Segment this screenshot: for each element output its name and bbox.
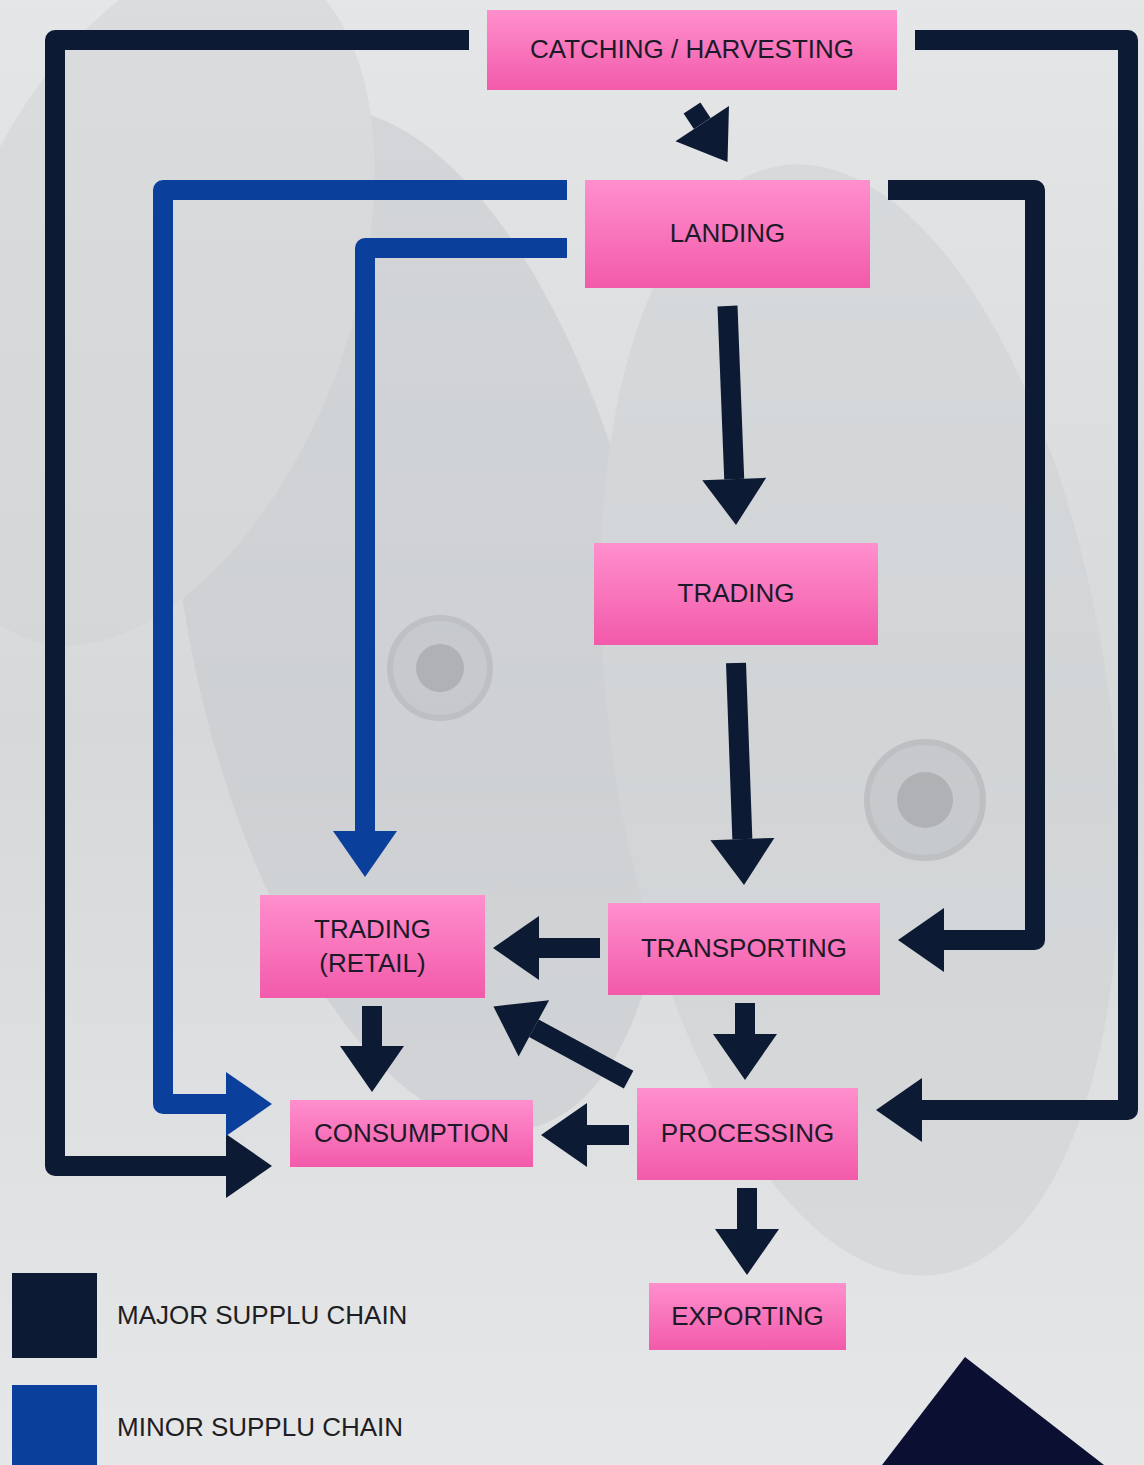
- flow-arrow: [876, 40, 1128, 1142]
- flow-arrow: [888, 190, 1035, 972]
- flow-arrow: [702, 306, 766, 525]
- node-label: CATCHING / HARVESTING: [530, 33, 854, 67]
- process-box: TRADING (RETAIL): [260, 895, 485, 998]
- arrow-head: [710, 838, 774, 885]
- arrow-shaft: [534, 1028, 629, 1079]
- node-label: EXPORTING: [671, 1300, 824, 1334]
- arrow-head: [333, 831, 397, 877]
- flow-arrow: [163, 190, 567, 1136]
- arrow-head: [715, 1229, 779, 1275]
- arrow-head: [898, 908, 944, 972]
- arrow-head: [226, 1134, 272, 1198]
- arrow-head: [675, 106, 728, 162]
- arrow-shaft: [692, 108, 702, 124]
- arrow-head: [876, 1078, 922, 1142]
- flow-arrow: [541, 1103, 629, 1167]
- arrow-shaft: [362, 1006, 382, 1046]
- process-box: LANDING: [585, 180, 870, 288]
- flow-arrow: [713, 1003, 777, 1080]
- process-box: PROCESSING: [637, 1088, 858, 1180]
- process-box: TRADING: [594, 543, 878, 645]
- node-label: TRADING (RETAIL): [272, 913, 473, 981]
- node-label: CONSUMPTION: [314, 1117, 509, 1151]
- arrow-shaft: [587, 1125, 629, 1145]
- process-box: CONSUMPTION: [290, 1100, 533, 1167]
- arrow-shaft: [888, 190, 1035, 940]
- flow-arrow: [333, 248, 567, 877]
- legend-label: MINOR SUPPLU CHAIN: [117, 1385, 403, 1465]
- legend-swatch: [12, 1273, 97, 1358]
- arrow-shaft: [736, 663, 742, 839]
- flow-arrow: [675, 106, 728, 162]
- legend-label: MAJOR SUPPLU CHAIN: [117, 1273, 407, 1358]
- flow-arrow: [340, 1006, 404, 1092]
- flow-arrow: [493, 1000, 628, 1079]
- corner-triangle: [882, 1357, 1104, 1465]
- arrow-shaft: [163, 190, 567, 1104]
- arrow-head: [226, 1072, 272, 1136]
- legend-swatch: [12, 1385, 97, 1465]
- process-box: TRANSPORTING: [608, 903, 880, 995]
- arrow-head: [493, 916, 539, 980]
- node-label: LANDING: [670, 217, 786, 251]
- process-box: CATCHING / HARVESTING: [487, 10, 897, 90]
- arrow-shaft: [539, 938, 600, 958]
- flow-arrow: [710, 663, 774, 885]
- node-label: TRADING: [678, 577, 795, 611]
- arrow-head: [713, 1034, 777, 1080]
- arrow-head: [493, 1000, 549, 1056]
- flow-arrow: [55, 40, 469, 1198]
- flow-arrow: [715, 1188, 779, 1275]
- arrow-shaft: [365, 248, 567, 831]
- arrow-head: [541, 1103, 587, 1167]
- arrow-shaft: [737, 1188, 757, 1229]
- fish-illustration: [0, 0, 1144, 1309]
- node-label: TRANSPORTING: [641, 932, 847, 966]
- arrow-head: [340, 1046, 404, 1092]
- process-box: EXPORTING: [649, 1283, 846, 1350]
- arrow-shaft: [735, 1003, 755, 1034]
- node-label: PROCESSING: [661, 1117, 834, 1151]
- arrow-head: [702, 478, 766, 525]
- flow-arrow: [493, 916, 600, 980]
- arrow-shaft: [728, 306, 735, 479]
